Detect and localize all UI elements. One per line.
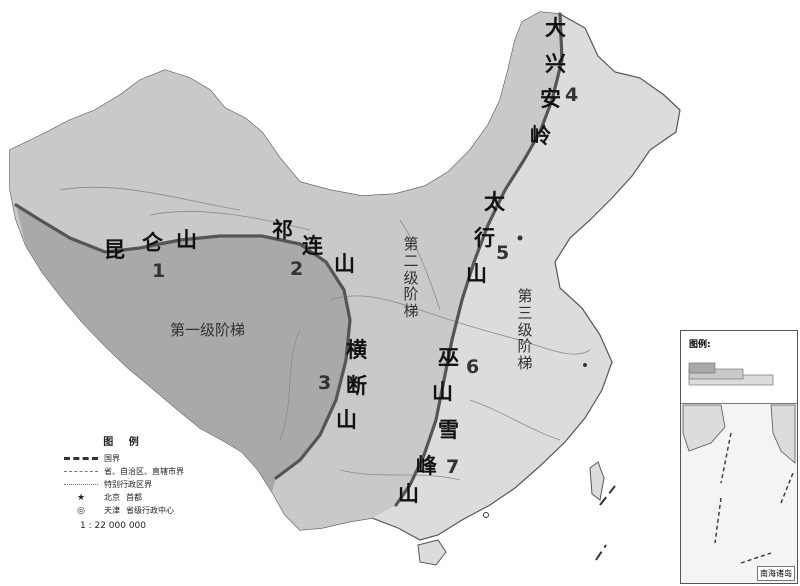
guangzhou-marker	[483, 512, 489, 518]
daxinganling-number: 4	[565, 84, 579, 106]
wushan-label-char-1: 巫	[438, 346, 459, 370]
legend-row-national-border: 国界	[64, 452, 184, 465]
taiwan-island	[589, 461, 605, 501]
taihang-label-char-1: 太	[484, 190, 505, 214]
hainan-island	[417, 539, 447, 566]
wushan-number: 6	[466, 356, 480, 378]
provincial-capital-icon: ◎	[77, 505, 85, 516]
qilian-label-char-3: 山	[334, 252, 355, 276]
legend-row-provincial-border: 省、自治区、直辖市界	[64, 465, 184, 478]
xuefeng-label-char-2: 峰	[416, 454, 437, 478]
special-region-border-icon	[64, 484, 98, 485]
second-step-label: 第二级阶梯	[403, 235, 419, 321]
hengduan-label-char-3: 山	[336, 408, 357, 432]
inset-legend-title: 图例:	[689, 340, 711, 350]
legend-row-provincial-capital: ◎ 天津 省级行政中心	[64, 504, 184, 517]
legend-text: 省级行政中心	[126, 506, 174, 515]
legend-row-special-region-border: 特别行政区界	[64, 478, 184, 491]
beijing-marker	[517, 235, 523, 241]
daxinganling-label-char-3: 安	[540, 87, 561, 111]
hengduan-number: 3	[318, 372, 332, 394]
taihang-label-char-3: 山	[466, 262, 487, 286]
xuefeng-number: 7	[446, 456, 460, 478]
daxinganling-label-char-2: 兴	[545, 52, 566, 76]
qilian-number: 2	[290, 258, 304, 280]
taihang-label-char-2: 行	[474, 226, 495, 250]
legend-text: 特别行政区界	[104, 480, 152, 489]
wushan-label-char-2: 山	[432, 380, 453, 404]
legend-text: 国界	[104, 454, 120, 463]
first-step-label: 第一级阶梯	[170, 321, 246, 339]
daxinganling-label-char-1: 大	[545, 16, 566, 40]
xuefeng-label-char-3: 山	[398, 482, 419, 506]
shanghai-marker	[583, 363, 587, 367]
legend-place: 北京	[104, 493, 120, 502]
second-third-boundary	[394, 12, 564, 507]
map-legend: 图 例 国界 省、自治区、直辖市界 特别行政区界 ★ 北京 首都 ◎ 天津 省级…	[64, 433, 184, 531]
south-china-sea-inset: 图例: 南海诸岛	[680, 330, 798, 584]
kunlun-number: 1	[152, 260, 166, 282]
inset-legend: 图例:	[681, 331, 797, 404]
maritime-dashes	[595, 485, 616, 561]
hengduan-label-char-2: 断	[346, 374, 367, 398]
xuefeng-label-char-1: 雪	[438, 418, 459, 442]
taihang-number: 5	[496, 242, 510, 264]
legend-text: 首都	[126, 493, 142, 502]
map-scale: 1 : 22 000 000	[80, 521, 147, 531]
kunlun-label-char-3: 山	[176, 228, 197, 252]
inset-step-diagram	[688, 362, 774, 386]
first-step-region	[16, 205, 350, 492]
capital-star-icon: ★	[76, 492, 86, 503]
kunlun-label-char-1: 昆	[104, 238, 125, 262]
kunlun-label-char-2: 仑	[142, 231, 163, 255]
qilian-label-char-1: 祁	[272, 218, 293, 242]
inset-caption: 南海诸岛	[757, 566, 795, 581]
legend-row-capital: ★ 北京 首都	[64, 491, 184, 504]
provincial-border-icon	[64, 471, 98, 472]
daxinganling-label-char-4: 岭	[530, 124, 551, 148]
third-step-label: 第三级阶梯	[517, 287, 533, 373]
qilian-label-char-2: 连	[302, 234, 323, 258]
internal-lines	[59, 186, 591, 481]
hengduan-label-char-1: 横	[346, 338, 367, 362]
legend-title: 图 例	[103, 437, 145, 448]
first-second-boundary	[14, 203, 352, 480]
national-border-icon	[64, 457, 98, 460]
legend-place: 天津	[104, 506, 120, 515]
inset-map	[682, 404, 796, 564]
legend-text: 省、自治区、直辖市界	[104, 467, 184, 476]
